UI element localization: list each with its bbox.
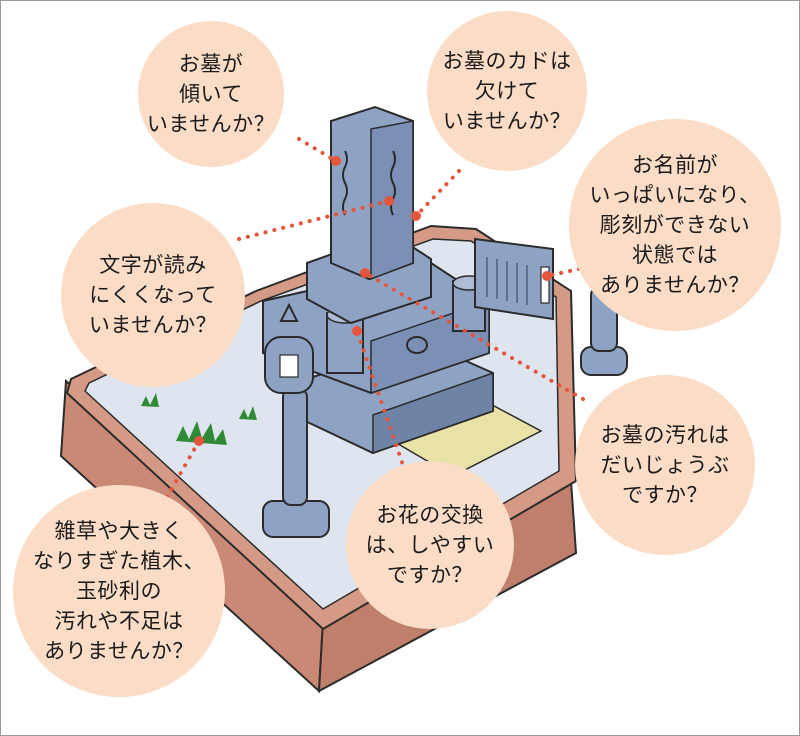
callout-line: は、しやすい <box>365 533 495 557</box>
callout-text: お名前が いっぱいになり、 彫刻ができない 状態では ありませんか？ <box>589 150 760 300</box>
callout-line: 玉砂利の <box>76 579 162 603</box>
leader-endpoints <box>194 156 552 446</box>
callout-name: お名前が いっぱいになり、 彫刻ができない 状態では ありませんか？ <box>569 119 781 331</box>
callout-line: ですか？ <box>622 483 708 507</box>
crest-emblem <box>406 336 428 354</box>
callout-text: お墓のカドは 欠けて いませんか？ <box>443 46 572 136</box>
callout-line: 状態では <box>631 243 718 267</box>
leader-lines <box>165 137 585 499</box>
name-plaque-engraving <box>486 257 528 305</box>
callout-text: お墓の汚れは だいじょうぶ ですか？ <box>601 420 730 510</box>
callout-line: いっぱいになり、 <box>589 183 761 207</box>
callout-tilt: お墓が 傾いて いませんか？ <box>138 21 284 167</box>
leader-letters <box>237 199 391 241</box>
callout-line: お墓の汚れは <box>600 423 730 447</box>
leader-name <box>545 267 581 278</box>
callout-text: お花の交換 は、しやすい ですか？ <box>366 500 495 590</box>
callout-line: にくくなって <box>89 283 217 307</box>
callout-corner: お墓のカドは 欠けて いませんか？ <box>427 11 587 171</box>
callout-line: 汚れや不足は <box>54 609 184 633</box>
callout-line: ですか？ <box>386 563 473 587</box>
callout-line: いませんか？ <box>146 112 276 136</box>
leader-dirt <box>363 271 585 401</box>
callout-line: いませんか？ <box>88 313 218 337</box>
callout-line: 文字が読み <box>99 253 207 277</box>
callout-text: 雑草や大きく なりすぎた植木、 玉砂利の 汚れや不足は ありませんか？ <box>33 516 205 666</box>
weed-patch <box>141 393 257 445</box>
callout-line: お名前が <box>631 153 718 177</box>
callout-line: だいじょうぶ <box>600 453 730 477</box>
base-tier-front <box>372 371 494 455</box>
name-plaque <box>474 237 554 321</box>
callout-letters: 文字が読み にくくなって いませんか？ <box>61 203 245 387</box>
leader-flowers <box>355 329 407 473</box>
callout-line: 傾いて <box>179 82 243 106</box>
name-plaque-slot <box>540 266 550 304</box>
callout-line: いませんか？ <box>442 109 572 133</box>
stone-pillar <box>580 286 628 376</box>
leader-corner <box>414 169 461 218</box>
callout-line: 彫刻ができない <box>599 213 751 237</box>
callout-line: なりすぎた植木、 <box>33 549 205 573</box>
callout-weeds: 雑草や大きく なりすぎた植木、 玉砂利の 汚れや不足は ありませんか？ <box>13 485 225 697</box>
callout-line: 欠けて <box>474 79 540 103</box>
leader-weeds <box>165 439 201 499</box>
callout-line: お墓のカドは <box>442 49 572 73</box>
callout-line: お墓が <box>178 52 244 76</box>
leader-tilt <box>297 137 338 163</box>
stone-lantern <box>262 302 330 538</box>
callout-line: お花の交換 <box>376 503 484 527</box>
callout-text: お墓が 傾いて いませんか？ <box>147 49 275 139</box>
callout-line: ありませんか？ <box>600 273 750 297</box>
callout-line: 雑草や大きく <box>54 519 184 543</box>
callout-dirt: お墓の汚れは だいじょうぶ ですか？ <box>575 375 755 555</box>
callout-flowers: お花の交換 は、しやすい ですか？ <box>346 461 514 629</box>
callout-line: ありませんか？ <box>44 639 194 663</box>
callout-text: 文字が読み にくくなって いませんか？ <box>89 250 217 340</box>
